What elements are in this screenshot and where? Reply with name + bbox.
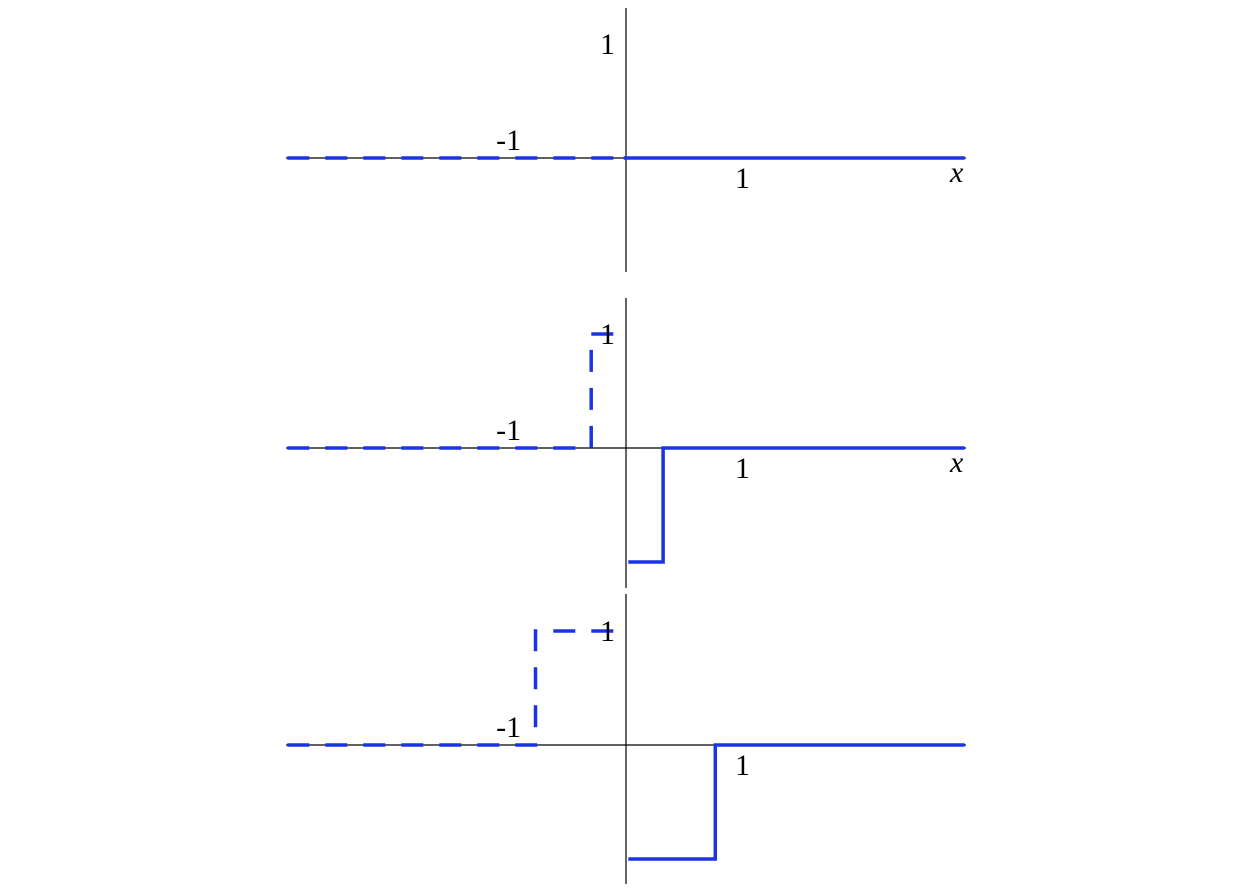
chart-panel-2: -1 1 1 x xyxy=(286,298,966,588)
series-dashed-line xyxy=(287,629,624,747)
series-solid-line xyxy=(628,743,965,861)
x-axis-label: x xyxy=(949,156,964,189)
y-tick-label: 1 xyxy=(600,318,615,351)
x-axis-label: x xyxy=(949,446,964,479)
y-tick-label: 1 xyxy=(600,615,615,648)
chart-panel-3: -1 1 1 xyxy=(286,594,966,884)
chart-panel-1: -1 1 1 x xyxy=(286,8,966,272)
y-tick-label: 1 xyxy=(600,28,615,61)
series-solid-line xyxy=(628,446,965,564)
x-tick-label: 1 xyxy=(735,452,750,485)
x-tick-label: -1 xyxy=(496,711,521,744)
x-tick-label: -1 xyxy=(496,414,521,447)
x-tick-label: 1 xyxy=(735,749,750,782)
series-dashed-line xyxy=(287,332,624,450)
x-tick-label: -1 xyxy=(496,124,521,157)
x-tick-label: 1 xyxy=(735,162,750,195)
